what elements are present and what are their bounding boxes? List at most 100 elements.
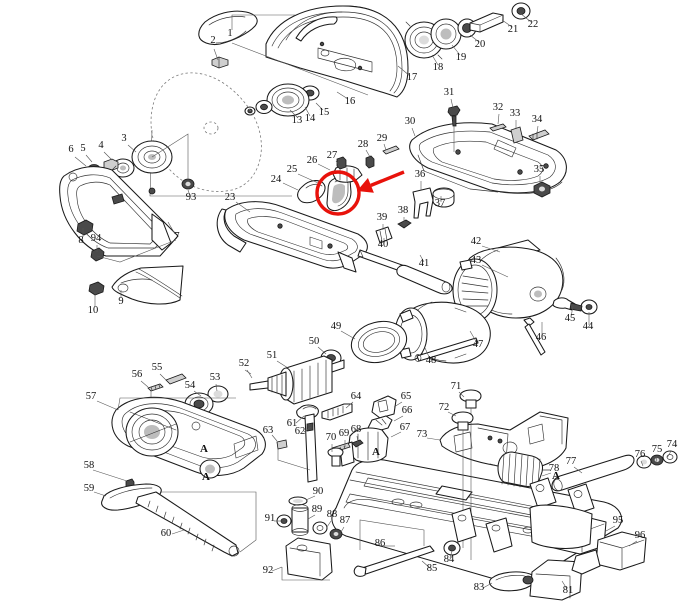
part-83-pad <box>489 571 536 592</box>
callout-label-18: 18 <box>433 62 444 73</box>
part-9-det-3 <box>120 278 153 284</box>
part-68-bolt <box>351 439 364 448</box>
callout-label-25: 25 <box>287 164 298 175</box>
part-74-bore <box>666 454 674 460</box>
leader-line-92 <box>271 566 283 572</box>
part-51-shaft-left <box>249 380 269 391</box>
part-7-boss-a <box>148 187 156 195</box>
callout-label-37: 37 <box>435 198 446 209</box>
leader-line-22 <box>519 12 532 23</box>
part-29-bar <box>382 145 400 155</box>
part-17-slot <box>317 47 373 73</box>
part-34-thread <box>532 131 538 141</box>
part-38-pin <box>397 219 412 229</box>
callout-label-19: 19 <box>456 52 467 63</box>
callout-label-55: 55 <box>152 362 163 373</box>
part-81-fastener <box>522 575 534 585</box>
part-57-construction-line <box>117 397 236 411</box>
base-table-hole-a <box>391 498 405 506</box>
callout-label-50: 50 <box>309 336 320 347</box>
leader-line-95 <box>605 525 616 532</box>
part-60-threads <box>147 500 215 552</box>
part-51-shaft-right <box>331 359 345 373</box>
part-93-bore <box>185 181 191 187</box>
callout-label-61: 61 <box>287 418 298 429</box>
leader-line-18 <box>431 54 439 66</box>
part-32-pin <box>489 123 507 132</box>
part-2-construction-line <box>231 42 369 96</box>
leader-line-67 <box>390 431 402 438</box>
part-group-handle-housing <box>216 105 567 295</box>
highlight-arrow-shaft <box>370 170 405 187</box>
callout-label-77: 77 <box>566 456 577 467</box>
base-foot-hole-a <box>491 524 501 532</box>
callout-label-68: 68 <box>351 424 362 435</box>
part-46-screw-shank <box>524 323 546 356</box>
callout-label-85: 85 <box>427 563 438 574</box>
callout-label-27: 27 <box>327 150 338 161</box>
leader-line-65 <box>393 401 403 408</box>
part-30-boss-c <box>543 163 549 169</box>
leader-line-21 <box>501 19 513 28</box>
callout-label-57: 57 <box>86 391 97 402</box>
part-37-top <box>432 188 455 200</box>
part-77-shaft <box>551 454 635 492</box>
leader-line-59 <box>93 491 107 497</box>
part-41-end <box>441 281 451 293</box>
part-81-edge <box>535 573 571 599</box>
leader-line-3 <box>127 144 137 153</box>
part-57-pivot-bore <box>205 464 215 474</box>
part-4-bore <box>120 165 126 171</box>
leader-line-25 <box>297 173 319 184</box>
callout-label-54: 54 <box>185 380 196 391</box>
base-pivot-hole-a <box>535 484 545 492</box>
part-57-bore-ring-1 <box>131 413 173 451</box>
callout-label-43: 43 <box>471 255 482 266</box>
leader-line-47 <box>469 330 478 344</box>
part-27-screw <box>336 156 347 170</box>
part-15-ring-2 <box>276 91 300 109</box>
callout-label-16: 16 <box>345 96 356 107</box>
callout-label-15: 15 <box>319 107 330 118</box>
part-17-det-3 <box>285 11 343 41</box>
part-23-handle-half <box>224 201 368 269</box>
leader-line-76 <box>640 460 644 467</box>
callout-label-38: 38 <box>398 205 409 216</box>
callout-label-1: 1 <box>227 28 232 39</box>
callout-label-21: 21 <box>508 24 519 35</box>
part-73-boss-b <box>497 438 503 444</box>
part-31-screw-shank <box>451 115 457 127</box>
callout-label-72: 72 <box>439 402 450 413</box>
part-49-baffle-bore <box>358 327 400 357</box>
part-30-housing-cover <box>409 122 567 194</box>
red-highlight-annotation <box>315 170 405 216</box>
leader-line-41 <box>419 254 425 263</box>
part-7-rib <box>151 213 172 251</box>
part-77-end <box>553 478 563 492</box>
callout-label-83: 83 <box>474 582 485 593</box>
part-7-lip <box>63 165 117 177</box>
part-23-boss-b <box>327 243 333 249</box>
part-28-pin <box>365 155 375 169</box>
leader-line-45 <box>570 305 574 318</box>
callout-label-23: 23 <box>225 192 236 203</box>
part-43-port-bore <box>534 290 542 298</box>
saw-blade-phantom <box>150 72 262 192</box>
part-53-bore <box>213 390 223 398</box>
callout-label-87: 87 <box>340 515 351 526</box>
part-63-pin <box>276 439 288 450</box>
leader-line-42 <box>481 245 501 253</box>
saw-blade-arbor <box>203 121 219 135</box>
leader-line-27 <box>335 160 341 168</box>
callout-label-20: 20 <box>475 39 486 50</box>
leader-line-29 <box>383 143 387 151</box>
callout-label-49: 49 <box>331 321 342 332</box>
leader-line-16 <box>336 91 349 100</box>
part-48-tie-rod <box>416 337 479 362</box>
part-49-baffle <box>350 320 408 364</box>
part-89-bottom <box>291 528 309 536</box>
part-18-bore <box>419 35 429 45</box>
part-62-slot <box>306 422 314 432</box>
callout-label-93: 93 <box>186 192 197 203</box>
part-51-comm-bars <box>271 374 283 395</box>
